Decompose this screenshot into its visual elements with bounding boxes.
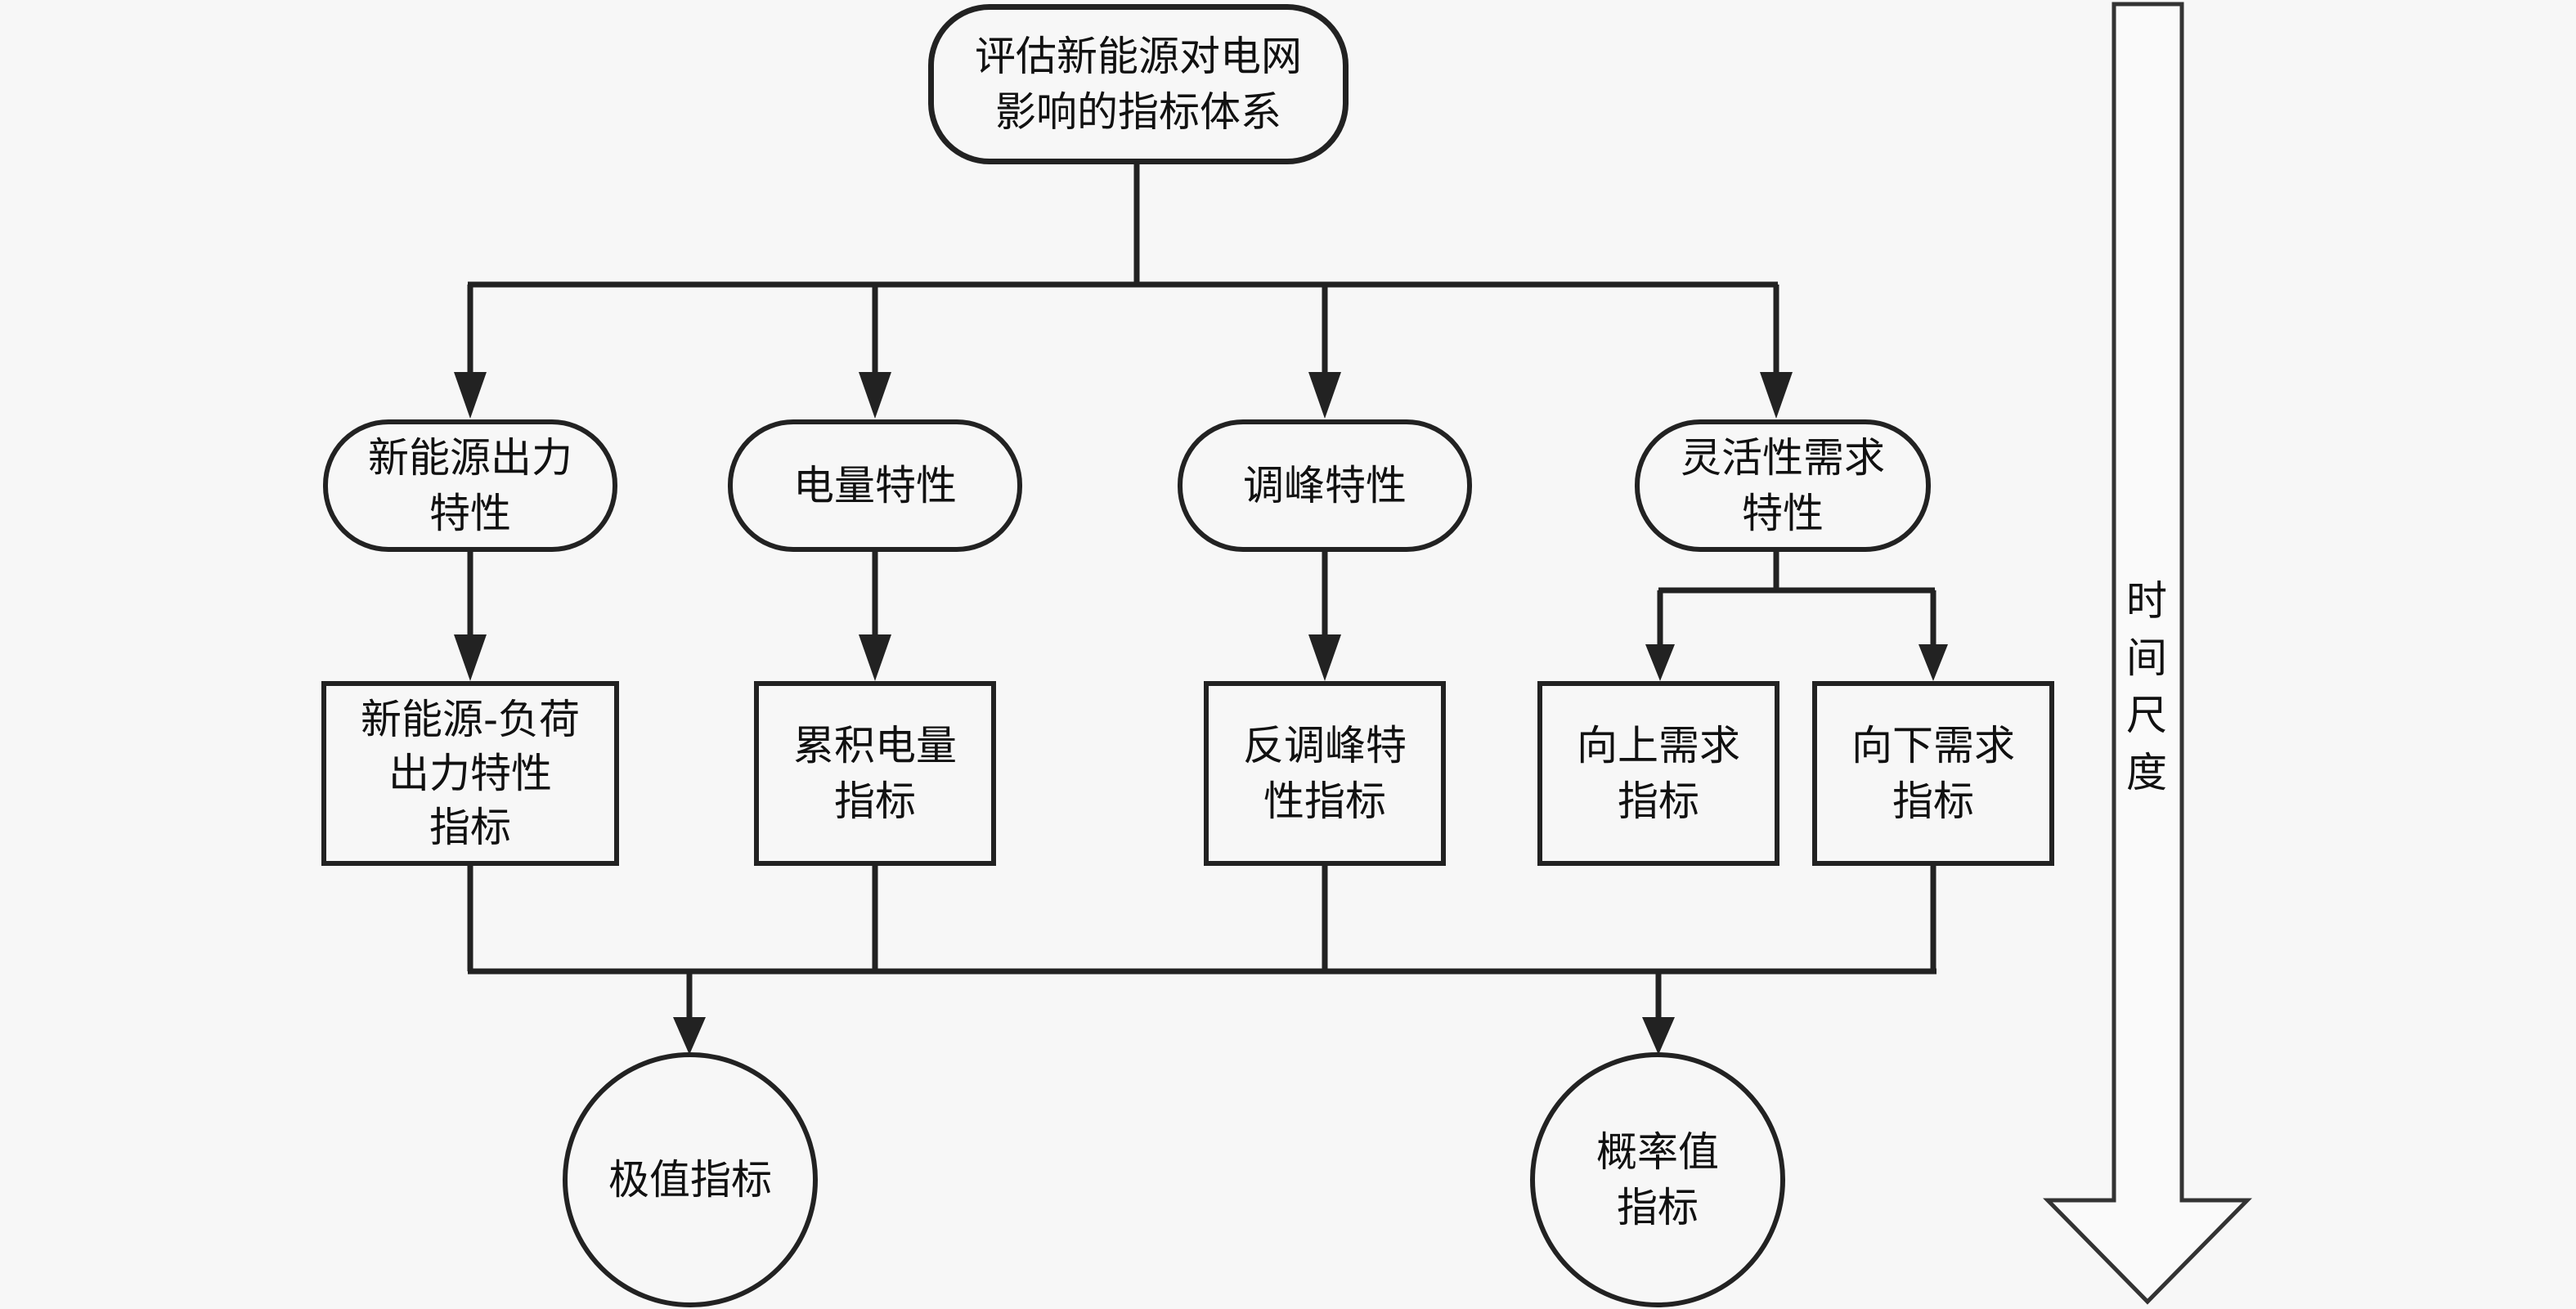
arrowhead-char-3 xyxy=(1308,372,1341,419)
indicator-label-upward: 向上需求 指标 xyxy=(1577,722,1740,825)
characteristic-node-peak-shaving: 调峰特性 xyxy=(1178,419,1472,552)
indicator-node-upward: 向上需求 指标 xyxy=(1537,681,1779,866)
indicator-label-peak: 反调峰特 性指标 xyxy=(1243,722,1407,825)
indicator-label-energy: 累积电量 指标 xyxy=(793,722,957,825)
arrowhead-ind-1 xyxy=(454,634,487,681)
time-scale-arrow xyxy=(2043,2,2252,1305)
output-node-extreme: 极值指标 xyxy=(563,1052,818,1307)
indicator-node-downward: 向下需求 指标 xyxy=(1812,681,2054,866)
arrowhead-char-2 xyxy=(859,372,891,419)
root-node: 评估新能源对电网 影响的指标体系 xyxy=(928,4,1349,164)
arrowhead-char-4 xyxy=(1760,372,1793,419)
output-label-probability: 概率值 指标 xyxy=(1596,1128,1719,1231)
arrowhead-ind-3 xyxy=(1308,634,1341,681)
arrowhead-char-1 xyxy=(454,372,487,419)
arrowhead-ind-2 xyxy=(859,634,891,681)
characteristic-node-energy: 电量特性 xyxy=(728,419,1022,552)
characteristic-label-flexibility: 灵活性需求 特性 xyxy=(1681,434,1885,537)
arrowhead-out-2 xyxy=(1642,1017,1675,1055)
indicator-node-output: 新能源-负荷 出力特性 指标 xyxy=(321,681,619,866)
arrowhead-ind-5 xyxy=(1919,644,1948,681)
root-node-label: 评估新能源对电网 影响的指标体系 xyxy=(975,33,1302,136)
time-scale-label: 时 间 尺 度 xyxy=(2126,577,2167,796)
characteristic-label-energy: 电量特性 xyxy=(793,462,957,509)
characteristic-label-peak-shaving: 调峰特性 xyxy=(1243,462,1407,509)
indicator-label-output: 新能源-负荷 出力特性 指标 xyxy=(360,696,581,851)
arrowhead-ind-4 xyxy=(1645,644,1675,681)
indicator-node-energy: 累积电量 指标 xyxy=(754,681,996,866)
arrowhead-out-1 xyxy=(673,1017,706,1055)
output-node-probability: 概率值 指标 xyxy=(1530,1052,1785,1307)
characteristic-label-output: 新能源出力 特性 xyxy=(368,434,572,537)
output-label-extreme: 极值指标 xyxy=(608,1156,772,1204)
indicator-node-peak: 反调峰特 性指标 xyxy=(1204,681,1446,866)
characteristic-node-output: 新能源出力 特性 xyxy=(323,419,617,552)
indicator-label-downward: 向下需求 指标 xyxy=(1851,722,2015,825)
characteristic-node-flexibility: 灵活性需求 特性 xyxy=(1635,419,1931,552)
